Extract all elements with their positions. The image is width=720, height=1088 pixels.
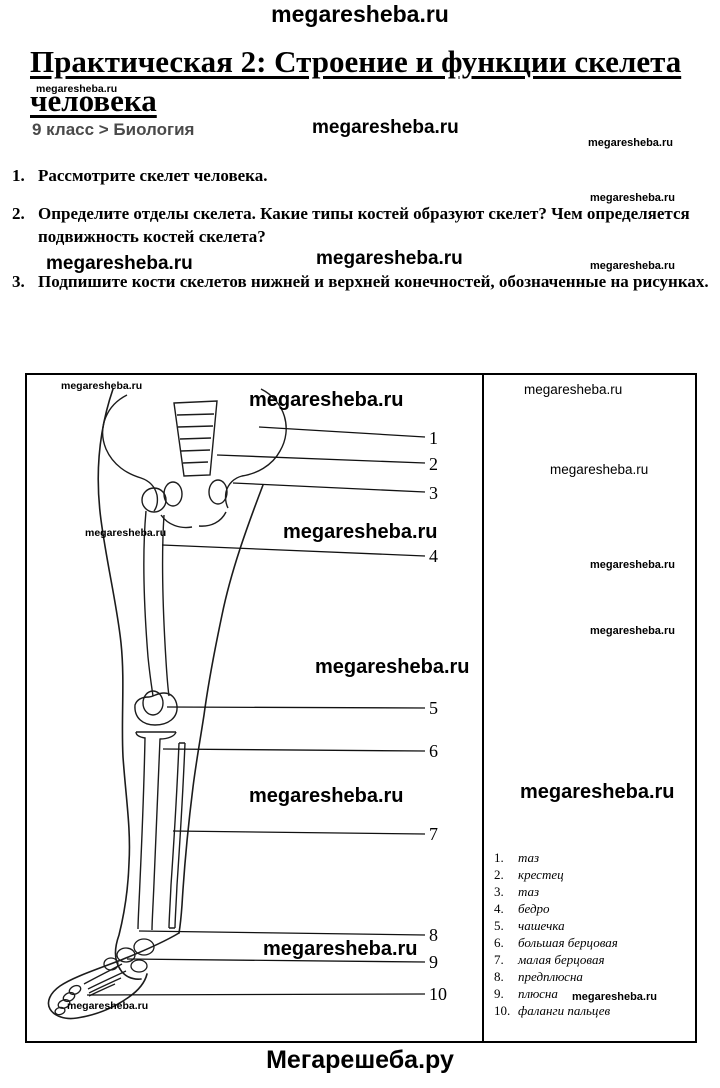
task-number: 2. [12, 204, 25, 223]
answer-text: таз [518, 884, 540, 899]
answer-text: плюсна [518, 986, 558, 1001]
task-number: 1. [12, 166, 25, 185]
answer-text: таз [518, 850, 540, 865]
site-watermark: megaresheba.ru [316, 248, 463, 269]
answer-number: 1. [494, 850, 504, 865]
skeleton-figure: 1 2 3 4 5 6 7 8 9 10 megaresheba.ru mega… [27, 375, 484, 1041]
answer-number: 4. [494, 901, 504, 916]
site-watermark: megaresheba.ru [249, 389, 404, 411]
answer-number: 6. [494, 935, 504, 950]
answer-row: 9. плюсна [494, 985, 694, 1002]
answer-row: 4. бедро [494, 900, 694, 917]
callout-number-7: 7 [429, 824, 438, 844]
answer-row: 1. таз [494, 849, 694, 866]
site-watermark: megaresheba.ru [315, 656, 470, 678]
site-watermark: megaresheba.ru [36, 83, 118, 95]
site-watermark: megaresheba.ru [520, 781, 675, 803]
task-text: Рассмотрите скелет человека. [38, 166, 268, 185]
answer-text: фаланги пальцев [518, 1003, 611, 1018]
breadcrumb: 9 класс > Биология [32, 120, 195, 139]
site-watermark: megaresheba.ru [524, 382, 623, 397]
answer-number: 9. [494, 986, 504, 1001]
site-watermark: megaresheba.ru [588, 137, 673, 149]
callout-number-8: 8 [429, 925, 438, 945]
leader-lines [86, 426, 426, 996]
answer-number: 2. [494, 867, 504, 882]
callout-number-5: 5 [429, 698, 438, 718]
answer-row: 8. предплюсна [494, 968, 694, 985]
site-watermark: megaresheba.ru [550, 462, 649, 477]
callout-number-10: 10 [429, 984, 447, 1004]
callout-number-2: 2 [429, 454, 438, 474]
site-watermark: megaresheba.ru [46, 253, 193, 274]
site-watermark: megaresheba.ru [271, 1, 449, 27]
task-text: Определите отделы скелета. Какие типы ко… [38, 204, 690, 246]
answer-number: 8. [494, 969, 504, 984]
answer-number: 3. [494, 884, 504, 899]
answer-text: предплюсна [518, 969, 583, 984]
task-text: Подпишите кости скелетов нижней и верхне… [38, 272, 709, 291]
answer-row: 2. крестец [494, 866, 694, 883]
site-watermark: megaresheba.ru [590, 625, 675, 637]
callout-number-4: 4 [429, 546, 438, 566]
site-watermark: megaresheba.ru [590, 192, 675, 204]
site-watermark: megaresheba.ru [590, 260, 675, 272]
leg-skeleton-drawing [47, 388, 426, 1020]
answers-list: 1. таз 2. крестец 3. таз 4. бедро 5. ч [494, 849, 694, 1019]
answer-number: 7. [494, 952, 504, 967]
site-watermark: megaresheba.ru [312, 117, 459, 138]
site-watermark: megaresheba.ru [263, 938, 418, 960]
figure-panel: 1 2 3 4 5 6 7 8 9 10 megaresheba.ru mega… [25, 373, 697, 1043]
answer-text: малая берцовая [518, 952, 605, 967]
answer-row: 7. малая берцовая [494, 951, 694, 968]
answer-row: 6. большая берцовая [494, 934, 694, 951]
answer-row: 5. чашечка [494, 917, 694, 934]
answer-text: бедро [518, 901, 550, 916]
task-item: 1. Рассмотрите скелет человека. [12, 164, 712, 187]
callout-number-1: 1 [429, 428, 438, 448]
callout-number-6: 6 [429, 741, 438, 761]
task-number: 3. [12, 272, 25, 291]
answer-number: 10. [494, 1003, 511, 1018]
task-item: 2. Определите отделы скелета. Какие типы… [12, 202, 712, 248]
callout-number-9: 9 [429, 952, 438, 972]
figure-answer-column: megaresheba.ru megaresheba.ru megaresheb… [486, 375, 695, 1041]
site-watermark: megaresheba.ru [572, 991, 657, 1003]
site-watermark: megaresheba.ru [249, 785, 404, 807]
answer-row: 3. таз [494, 883, 694, 900]
site-watermark: megaresheba.ru [61, 380, 143, 392]
answer-text: крестец [518, 867, 564, 882]
footer-site-name: Мегарешеба.ру [266, 1046, 454, 1074]
answer-text: большая берцовая [518, 935, 618, 950]
task-item: 3. Подпишите кости скелетов нижней и вер… [12, 270, 712, 293]
site-watermark: megaresheba.ru [283, 521, 438, 543]
site-watermark: megaresheba.ru [67, 1000, 149, 1012]
site-watermark: megaresheba.ru [590, 559, 675, 571]
answer-number: 5. [494, 918, 504, 933]
callout-number-3: 3 [429, 483, 438, 503]
page-title: Практическая 2: Строение и функции скеле… [30, 44, 682, 118]
answer-text: чашечка [518, 918, 565, 933]
site-watermark: megaresheba.ru [85, 527, 167, 539]
answer-row: 10. фаланги пальцев [494, 1002, 694, 1019]
